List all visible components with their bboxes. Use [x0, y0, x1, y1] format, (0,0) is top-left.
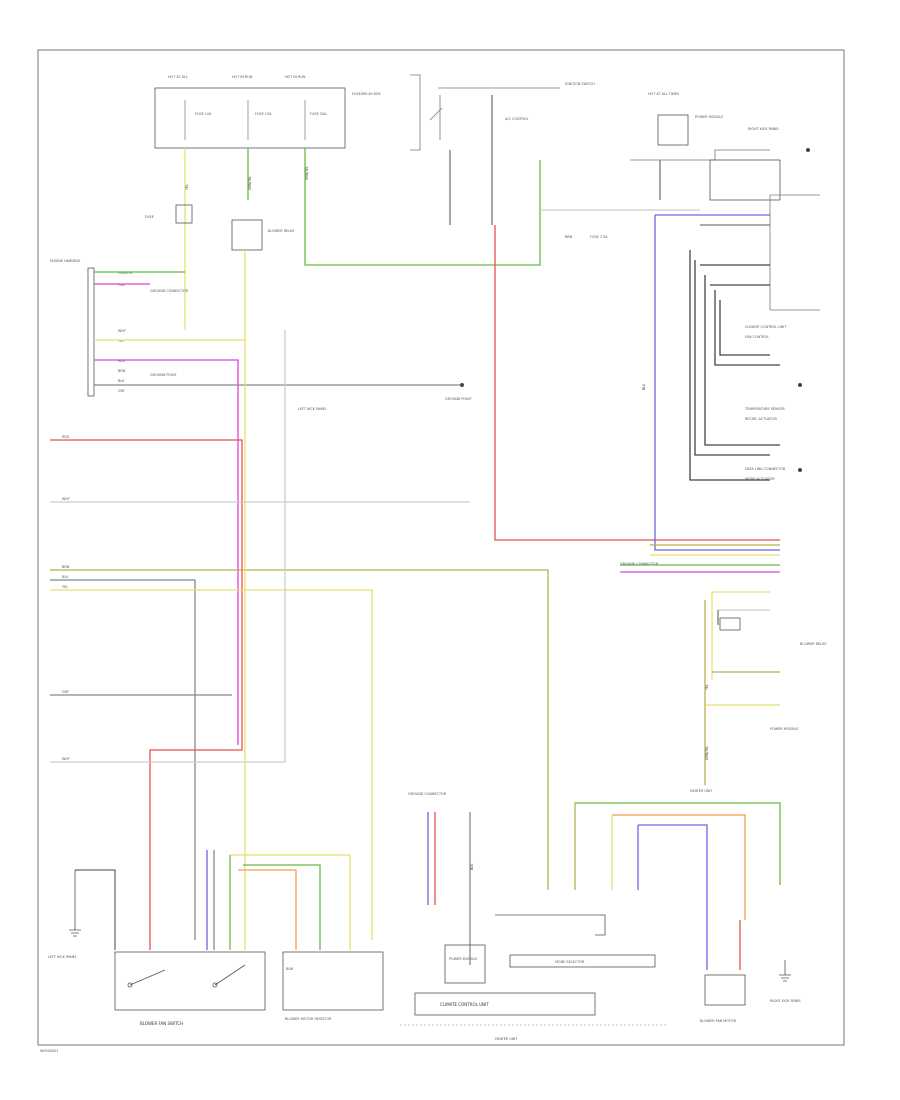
svg-text:POWER MODULE: POWER MODULE — [695, 115, 723, 119]
svg-text:TEMPERATURE SENSOR: TEMPERATURE SENSOR — [744, 407, 785, 411]
svg-text:GRN/YEL: GRN/YEL — [248, 176, 252, 190]
svg-text:HOT IN RUN: HOT IN RUN — [285, 75, 306, 79]
diagram-frame — [37, 49, 845, 1046]
svg-text:BLOWER FAN SWITCH: BLOWER FAN SWITCH — [140, 1021, 183, 1026]
svg-text:GROUND CONNECTOR: GROUND CONNECTOR — [408, 792, 447, 796]
svg-text:GRY: GRY — [118, 389, 126, 393]
svg-text:BLOWER RELAY: BLOWER RELAY — [268, 229, 295, 233]
svg-text:BLK: BLK — [470, 863, 474, 870]
svg-text:MODE SELECTOR: MODE SELECTOR — [555, 960, 585, 964]
svg-text:HOT IN RUN: HOT IN RUN — [232, 75, 253, 79]
svg-text:FUSE 10A: FUSE 10A — [195, 112, 212, 116]
svg-text:A/C CONTROL: A/C CONTROL — [505, 117, 529, 121]
climate-control-connector: CLIMATE CONTROL UNIT FAN CONTROL TEMPERA… — [709, 159, 820, 481]
svg-text:FUSE: FUSE — [145, 215, 154, 219]
wire-red-main — [50, 439, 243, 950]
mode-selector-box — [509, 954, 656, 968]
svg-text:RIGHT KICK PANEL: RIGHT KICK PANEL — [770, 999, 801, 1003]
svg-text:BLK: BLK — [118, 379, 125, 383]
svg-text:BLW: BLW — [286, 967, 294, 971]
power-module-box — [444, 944, 486, 984]
svg-text:FAN CONTROL: FAN CONTROL — [745, 335, 769, 339]
svg-text:HEATER UNIT: HEATER UNIT — [495, 1037, 518, 1041]
svg-text:GROUND POINT: GROUND POINT — [445, 397, 473, 401]
fuse-relay-box: HOT AT ALL HOT IN RUN HOT IN RUN FUSE/RE… — [154, 75, 381, 149]
svg-text:GROUND CONNECTOR: GROUND CONNECTOR — [150, 289, 189, 293]
svg-text:WHT: WHT — [62, 497, 71, 501]
svg-text:FUSE 15A: FUSE 15A — [255, 112, 272, 116]
svg-text:CLIMATE CONTROL UNIT: CLIMATE CONTROL UNIT — [745, 325, 787, 329]
svg-text:WHT: WHT — [118, 329, 127, 333]
left-connector: ENGINE HARNESS GRN/YEL PNK GROUND CONNEC… — [50, 259, 189, 397]
svg-text:FUSE 7.5A: FUSE 7.5A — [590, 235, 608, 239]
svg-text:BRN: BRN — [62, 565, 70, 569]
blower-motor-box — [704, 974, 746, 1006]
svg-text:BRN: BRN — [565, 235, 573, 239]
svg-text:HEATER UNIT: HEATER UNIT — [690, 789, 713, 793]
svg-text:RED: RED — [118, 359, 125, 363]
svg-text:YEL: YEL — [705, 684, 709, 690]
svg-text:PNK: PNK — [118, 283, 126, 287]
svg-text:GROUND POINT: GROUND POINT — [150, 373, 178, 377]
svg-text:BLOWER MOTOR RESISTOR: BLOWER MOTOR RESISTOR — [285, 1017, 332, 1021]
svg-text:MODE ACTUATOR: MODE ACTUATOR — [745, 477, 775, 481]
svg-text:RIGHT KICK PANEL: RIGHT KICK PANEL — [748, 127, 779, 131]
svg-text:GRN/YEL: GRN/YEL — [305, 166, 309, 180]
svg-text:GRN/YEL: GRN/YEL — [118, 271, 133, 275]
svg-text:BLOWER FAN MOTOR: BLOWER FAN MOTOR — [700, 1019, 737, 1023]
svg-text:CLIMATE CONTROL UNIT: CLIMATE CONTROL UNIT — [440, 1002, 489, 1007]
svg-text:WHT: WHT — [62, 757, 71, 761]
svg-text:BRN: BRN — [118, 369, 126, 373]
svg-text:FUSE 20A: FUSE 20A — [310, 112, 327, 116]
svg-text:GROUND CONNECTOR: GROUND CONNECTOR — [620, 562, 659, 566]
wire-fuse3-green — [304, 148, 541, 266]
svg-text:IGNITION SWITCH: IGNITION SWITCH — [565, 82, 595, 86]
svg-text:RED: RED — [62, 435, 69, 439]
footer-code: W0000001 — [40, 1049, 58, 1053]
svg-text:BLK: BLK — [62, 575, 69, 579]
svg-text:ENGINE HARNESS: ENGINE HARNESS — [50, 259, 80, 263]
svg-text:FUSE/RELAY BOX: FUSE/RELAY BOX — [352, 92, 381, 96]
ignition-switch: IGNITION SWITCH A/C CONTROL — [410, 74, 595, 151]
svg-text:GRY: GRY — [62, 690, 70, 694]
svg-text:YEL: YEL — [118, 339, 124, 343]
svg-text:HOT AT ALL TIMES: HOT AT ALL TIMES — [648, 92, 679, 96]
blower-resistor-box — [282, 951, 384, 1011]
svg-text:BLOWER RELAY: BLOWER RELAY — [800, 642, 827, 646]
svg-text:DATA LINK CONNECTOR: DATA LINK CONNECTOR — [745, 467, 786, 471]
svg-text:GRN/YEL: GRN/YEL — [705, 746, 709, 760]
svg-text:BLU: BLU — [642, 383, 646, 390]
svg-text:POWER MODULE: POWER MODULE — [770, 727, 798, 731]
svg-text:POWER MODULE: POWER MODULE — [449, 957, 477, 961]
svg-text:YEL: YEL — [62, 585, 68, 589]
svg-text:LEFT KICK PANEL: LEFT KICK PANEL — [48, 955, 77, 959]
svg-text:YEL: YEL — [185, 184, 189, 190]
climate-control-unit-box — [414, 992, 596, 1016]
svg-text:RECIRC ACTUATOR: RECIRC ACTUATOR — [745, 417, 777, 421]
blower-fan-switch-box — [114, 951, 266, 1011]
svg-text:HOT AT ALL: HOT AT ALL — [168, 75, 188, 79]
svg-text:LEFT KICK PANEL: LEFT KICK PANEL — [298, 407, 327, 411]
